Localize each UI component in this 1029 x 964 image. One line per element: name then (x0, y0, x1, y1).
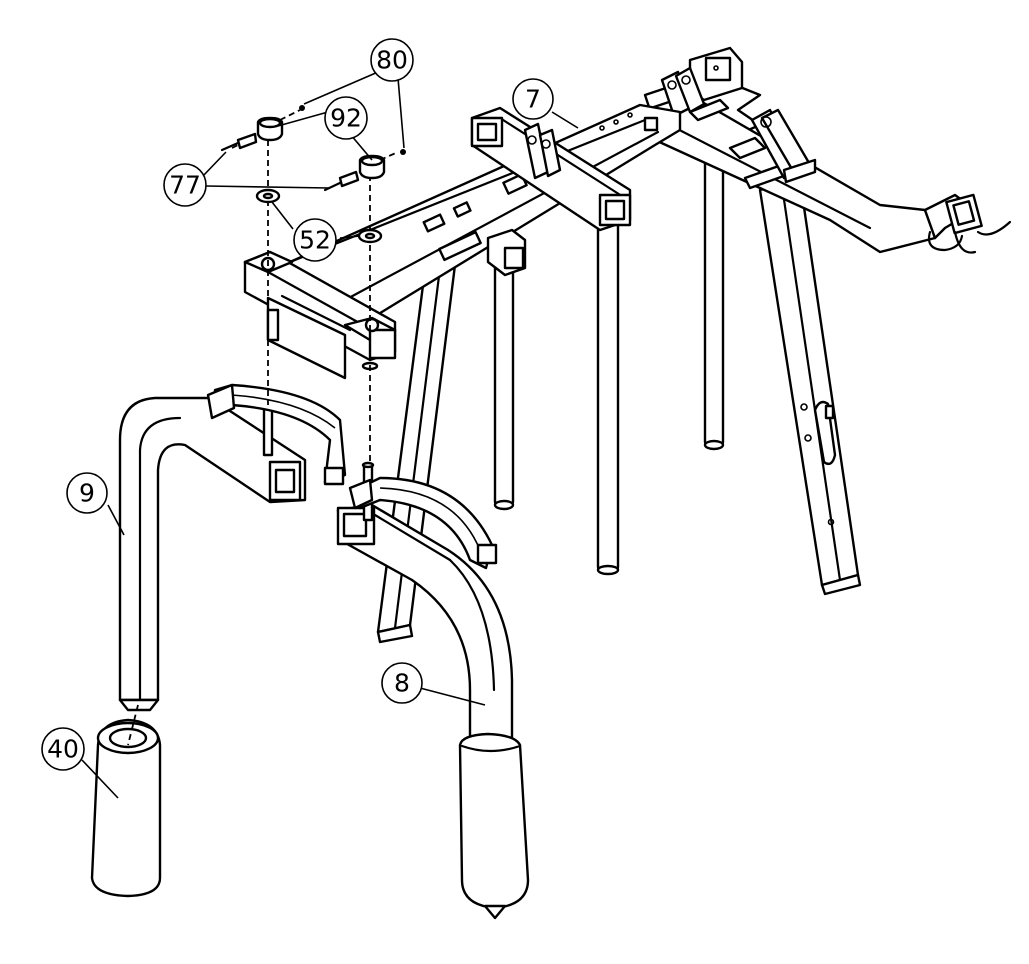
right-rear-leg (760, 180, 860, 594)
callout-label-52: 52 (299, 226, 331, 255)
callout-label-9: 9 (79, 479, 95, 508)
callout-label-77: 77 (169, 171, 201, 200)
callout-balloon-80: 80 (371, 39, 413, 81)
callout-balloon-7: 7 (513, 79, 553, 119)
callout-balloon-9: 9 (67, 473, 107, 513)
callout-balloon-92: 92 (325, 97, 367, 139)
callout-balloon-52: 52 (294, 219, 336, 261)
callout-label-92: 92 (330, 104, 362, 133)
main-frame-part-7 (245, 48, 1010, 378)
callout-balloon-77: 77 (164, 164, 206, 206)
foam-roller-on-arm-8 (460, 734, 528, 918)
callout-balloon-40: 40 (42, 728, 84, 770)
callout-label-7: 7 (525, 85, 541, 114)
foam-roller-part-40 (92, 720, 160, 896)
callout-label-80: 80 (376, 46, 408, 75)
callout-label-8: 8 (394, 669, 410, 698)
callout-label-40: 40 (47, 735, 79, 764)
left-curved-arm-part-9 (120, 385, 345, 710)
callout-balloon-8: 8 (382, 663, 422, 703)
right-curved-arm-part-8 (338, 463, 512, 745)
